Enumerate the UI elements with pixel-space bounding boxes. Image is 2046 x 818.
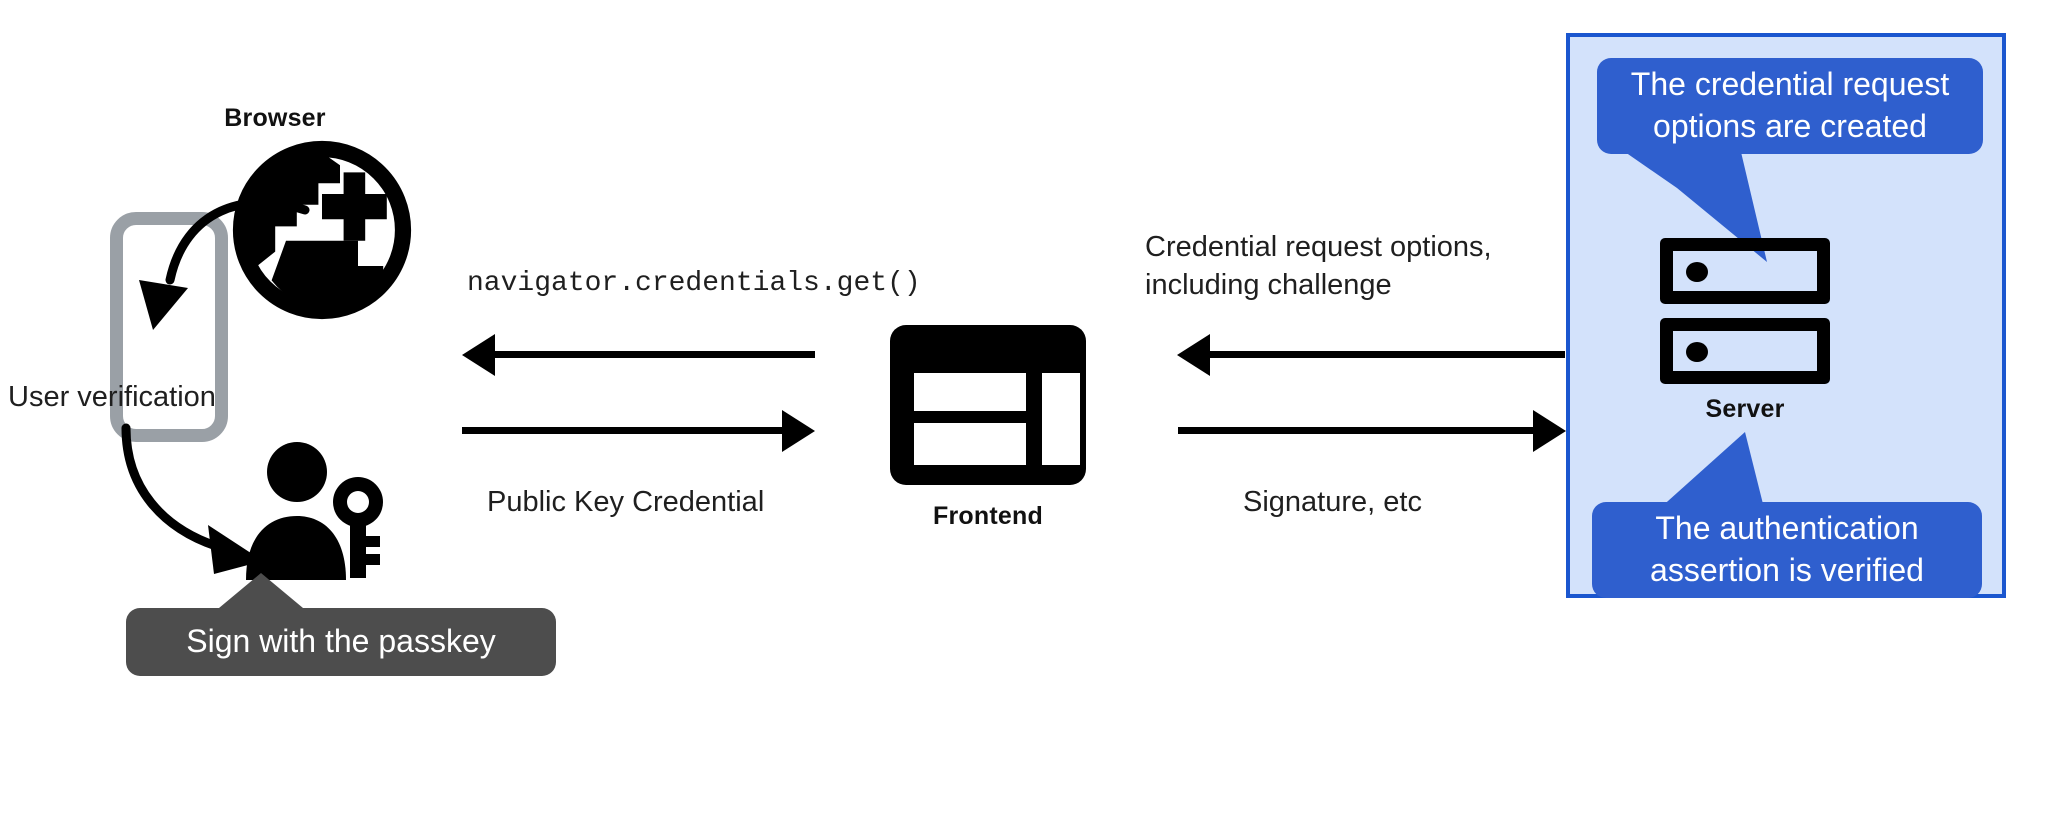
arrow-browser-to-phone [139, 198, 310, 330]
arrow-line-server-to-frontend [1210, 351, 1565, 358]
arrow-line-frontend-to-server [1178, 427, 1533, 434]
credential-created-callout: The credential request options are creat… [1597, 58, 1983, 154]
arrow-line-frontend-to-browser [495, 351, 815, 358]
public-key-credential-label: Public Key Credential [487, 486, 765, 518]
server-label: Server [1705, 395, 1785, 423]
layout-dashboard-icon [890, 325, 1086, 490]
assertion-verified-callout: The authentication assertion is verified [1592, 502, 1982, 598]
credential-created-callout-tail [1625, 152, 1825, 267]
globe-icon [232, 140, 412, 325]
sign-passkey-callout: Sign with the passkey [126, 608, 556, 676]
arrow-head-server-to-frontend [1177, 334, 1210, 376]
arrow-head-frontend-to-server [1533, 410, 1566, 452]
person-with-key-icon [240, 440, 390, 585]
arrow-line-browser-to-frontend [462, 427, 782, 434]
arrow-head-frontend-to-browser [462, 334, 495, 376]
browser-label: Browser [224, 104, 326, 132]
phone-home-bar [143, 447, 195, 458]
user-verification-label: User verification [8, 381, 216, 413]
signature-etc-label: Signature, etc [1243, 486, 1422, 518]
frontend-label: Frontend [933, 502, 1043, 530]
sign-passkey-callout-tail [213, 573, 313, 618]
arrow-head-browser-to-frontend [782, 410, 815, 452]
credential-request-options-label: Credential request options, including ch… [1145, 231, 1492, 302]
navigator-credentials-get-label: navigator.credentials.get() [467, 268, 921, 299]
